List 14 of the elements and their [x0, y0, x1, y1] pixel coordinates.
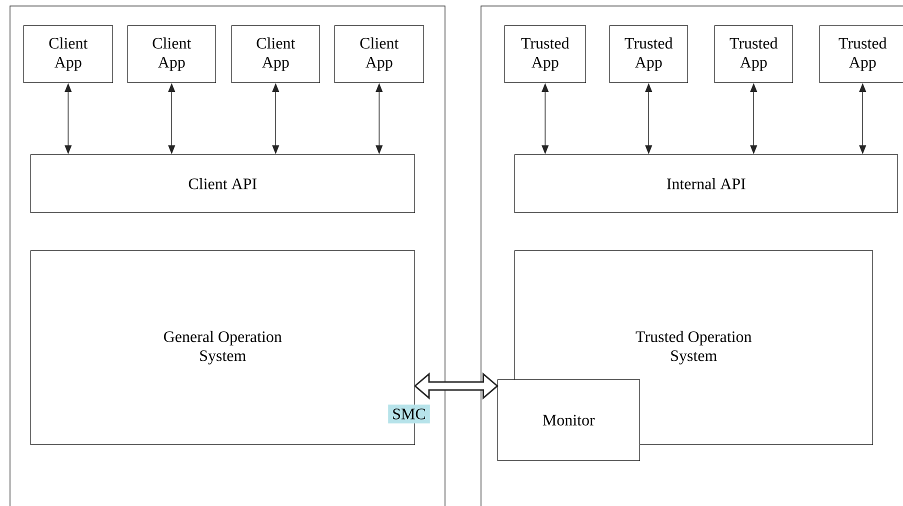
app-box: Trusted App	[714, 25, 793, 83]
app-box: Client App	[127, 25, 216, 83]
app-box: Client App	[231, 25, 320, 83]
app-box: Trusted App	[504, 25, 586, 83]
monitor-box: Monitor	[497, 379, 640, 461]
panel-frame	[10, 6, 446, 506]
app-box: Trusted App	[819, 25, 903, 83]
api-box: Client API	[30, 154, 415, 213]
app-box: Trusted App	[609, 25, 688, 83]
app-box: Client App	[334, 25, 424, 83]
edge-label: SMC	[388, 404, 430, 424]
app-box: Client App	[23, 25, 113, 83]
api-box: Internal API	[514, 154, 898, 213]
panel-frame	[480, 6, 903, 506]
